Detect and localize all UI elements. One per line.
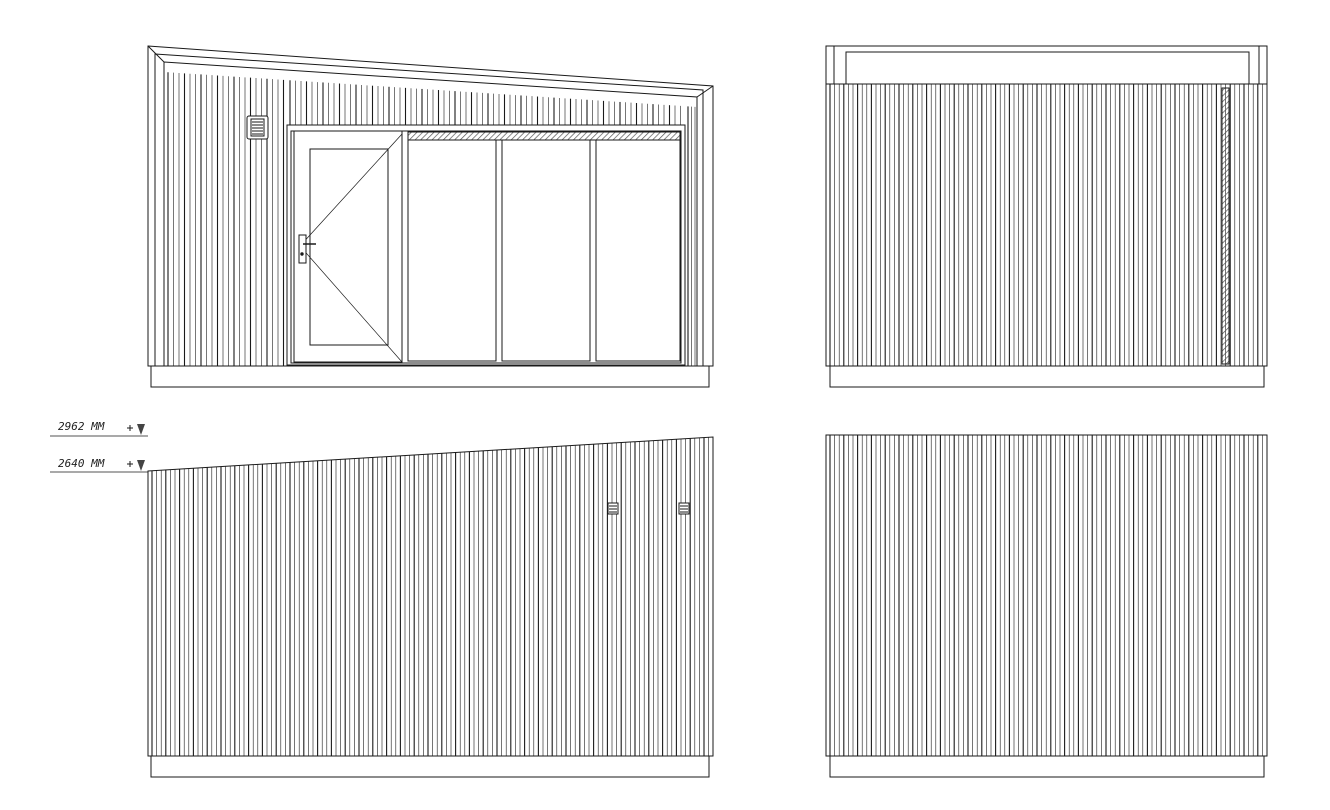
side-right-plinth	[829, 365, 1265, 388]
rear-plinth	[150, 755, 710, 778]
front-fascia-outer	[147, 45, 714, 367]
door-handle-plate	[298, 234, 307, 264]
glazed-panel-1	[407, 139, 497, 362]
side-left-wall	[825, 434, 1268, 757]
level-markers: 2962 MM 2640 MM	[50, 420, 148, 473]
glazing-header-hatch	[407, 131, 681, 141]
rear-cladding	[151, 437, 709, 756]
rear-vent-icon-1	[607, 502, 619, 515]
front-fascia-inner-2	[163, 61, 698, 367]
rear-wall-outline	[147, 436, 714, 757]
front-elevation	[147, 45, 714, 388]
front-plinth	[150, 365, 710, 388]
level-label-2640: 2640 MM	[58, 457, 105, 470]
front-fascia-inner	[154, 53, 704, 367]
level-label-2962: 2962 MM	[58, 420, 105, 433]
side-left-plinth	[829, 755, 1265, 778]
side-elevation-left	[825, 434, 1268, 778]
side-left-cladding	[829, 435, 1263, 756]
side-elevation-right	[825, 45, 1268, 388]
level-marker-icon	[127, 424, 145, 435]
level-marker-2962: 2962 MM	[50, 420, 148, 437]
rear-elevation	[147, 436, 714, 778]
vent-grille-icon	[246, 115, 269, 140]
rear-vent-icon-2	[678, 502, 690, 515]
front-door-glass	[309, 148, 389, 346]
front-cladding	[167, 72, 696, 366]
door-swing-line	[299, 133, 403, 247]
level-marker-icon	[127, 460, 145, 471]
corner-trim-hatched	[1221, 87, 1230, 365]
side-right-wall	[825, 83, 1268, 367]
glazed-panel-2	[501, 139, 591, 362]
level-marker-2640: 2640 MM	[50, 457, 148, 473]
glazed-panel-3	[595, 139, 681, 362]
